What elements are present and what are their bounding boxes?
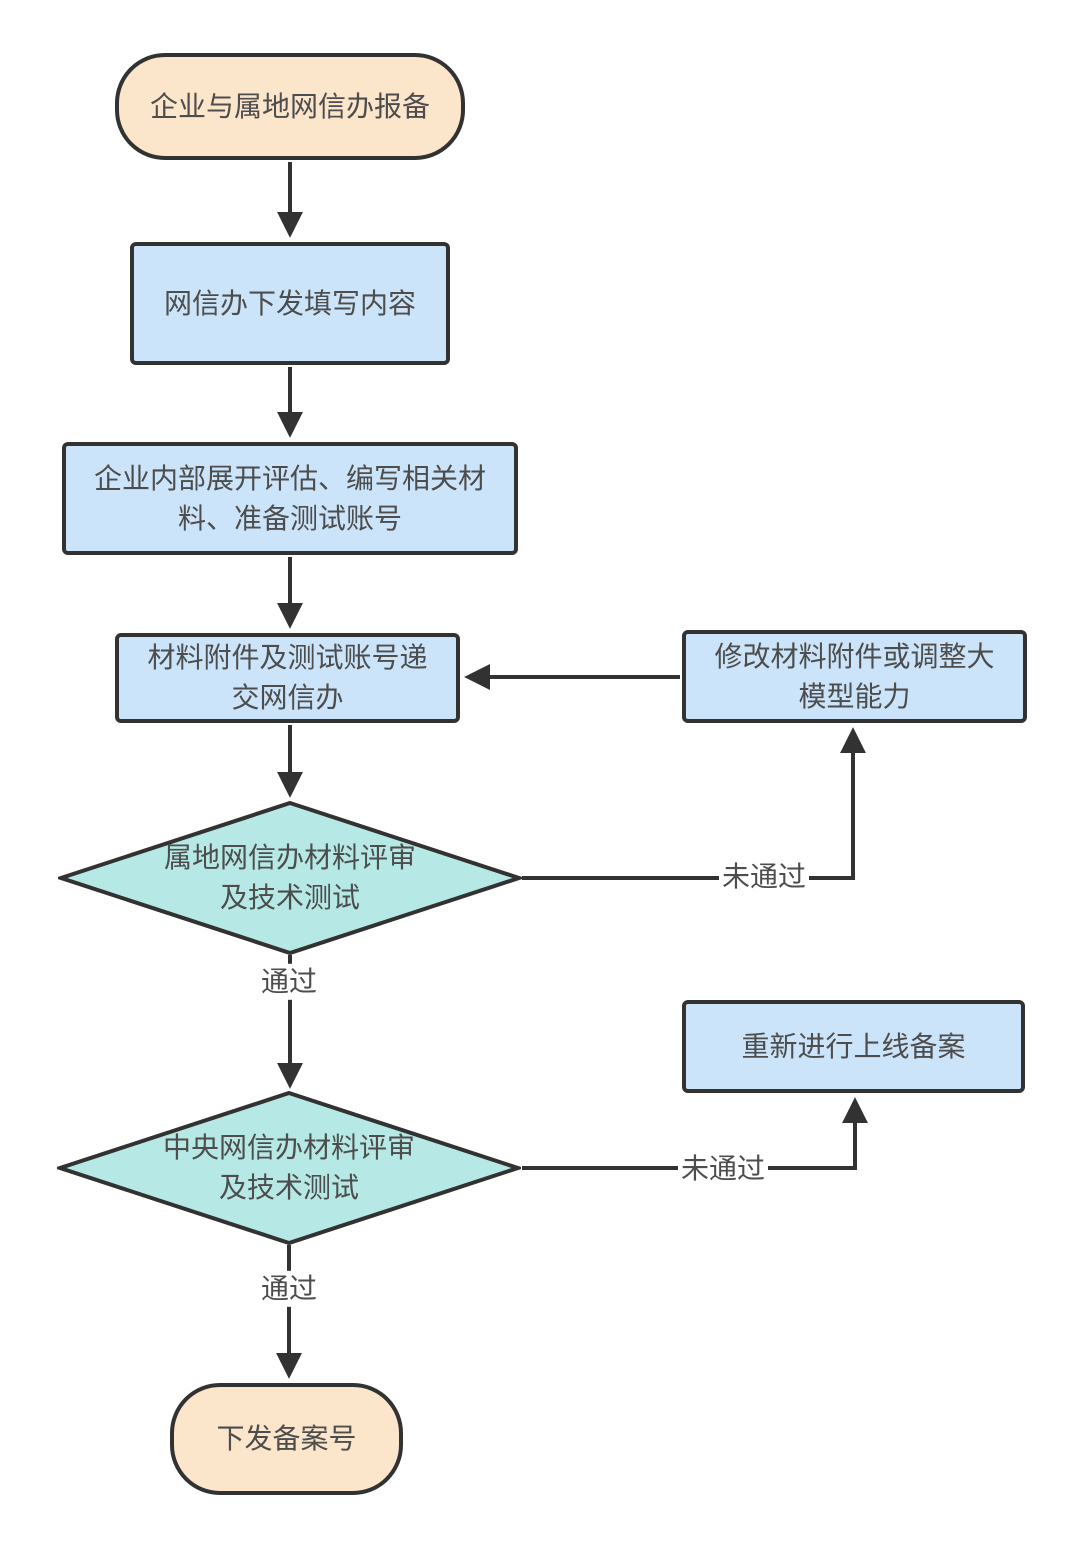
node-step2: 企业内部展开评估、编写相关材 料、准备测试账号 <box>62 442 518 555</box>
node-review-local-label: 属地网信办材料评审 及技术测试 <box>163 842 416 913</box>
node-step1-label: 网信办下发填写内容 <box>163 287 416 319</box>
node-revise-label: 修改材料附件或调整大 模型能力 <box>714 640 995 712</box>
edge-label-fail-local: 未通过 <box>718 858 810 896</box>
node-review-central-label: 中央网信办材料评审 及技术测试 <box>162 1132 415 1203</box>
node-start: 企业与属地网信办报备 <box>115 53 465 160</box>
node-refile-label: 重新进行上线备案 <box>741 1030 966 1062</box>
node-step3: 材料附件及测试账号递 交网信办 <box>115 633 460 723</box>
edge-label-pass-local: 通过 <box>257 963 321 1001</box>
node-review-central: 中央网信办材料评审 及技术测试 <box>57 1090 521 1246</box>
node-step2-label: 企业内部展开评估、编写相关材 料、准备测试账号 <box>93 462 486 534</box>
edge-review-local-fail <box>522 727 866 880</box>
node-refile: 重新进行上线备案 <box>682 1000 1025 1093</box>
node-step1: 网信办下发填写内容 <box>130 242 450 365</box>
edge-label-pass-central: 通过 <box>257 1270 321 1308</box>
node-end: 下发备案号 <box>170 1383 403 1495</box>
decision-diamond-shape <box>57 1090 521 1246</box>
node-step3-label: 材料附件及测试账号递 交网信办 <box>147 642 428 713</box>
node-end-label: 下发备案号 <box>216 1423 357 1455</box>
edge-review-central-fail <box>522 1097 868 1170</box>
decision-diamond-shape <box>58 800 522 956</box>
edge-label-fail-central: 未通过 <box>677 1150 769 1188</box>
node-review-local: 属地网信办材料评审 及技术测试 <box>58 800 522 956</box>
node-revise: 修改材料附件或调整大 模型能力 <box>682 630 1027 723</box>
node-start-label: 企业与属地网信办报备 <box>149 90 430 122</box>
